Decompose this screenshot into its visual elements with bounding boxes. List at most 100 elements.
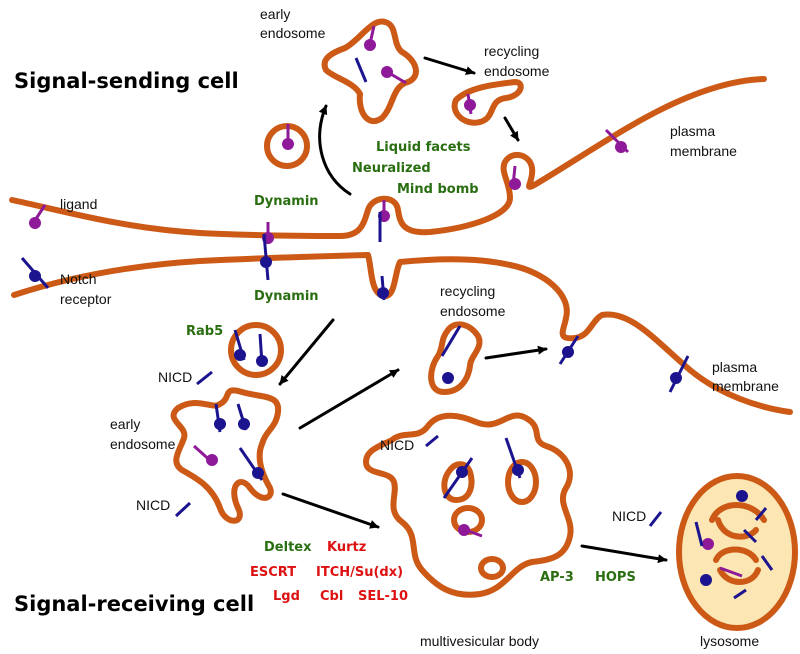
label-plasma-membrane-bottom-l2: membrane bbox=[712, 378, 779, 394]
label-plasma-membrane-bottom-l1: plasma bbox=[712, 359, 757, 375]
label-lysosome: lysosome bbox=[700, 633, 759, 649]
notch-receptor-marker bbox=[442, 457, 474, 499]
sending-plasma-membrane bbox=[9, 76, 767, 239]
protein-itch: ITCH/Su(dx) bbox=[316, 565, 403, 580]
early-endosome-receiving bbox=[170, 387, 282, 524]
protein-kurtz: Kurtz bbox=[327, 540, 366, 555]
protein-dynamin-bottom: Dynamin bbox=[254, 289, 319, 304]
arrows bbox=[278, 56, 668, 564]
protein-neuralized: Neuralized bbox=[352, 161, 431, 176]
ligand-marker bbox=[702, 538, 743, 578]
notch-receptor-marker bbox=[236, 403, 250, 431]
nicd-fragment bbox=[760, 555, 774, 571]
arrow-to-recycling-receiving bbox=[298, 368, 400, 430]
label-notch-receptor-l2: receptor bbox=[60, 291, 112, 307]
notch-receptor-marker bbox=[558, 335, 580, 365]
lysosome-fragment-3 bbox=[713, 546, 759, 563]
protein-hops: HOPS bbox=[595, 570, 636, 585]
arrow-to-mvb bbox=[281, 492, 380, 529]
recycling-endosome-sending bbox=[451, 79, 524, 126]
protein-rab5: Rab5 bbox=[186, 324, 223, 339]
heading-signal-sending: Signal-sending cell bbox=[14, 69, 239, 93]
label-early-endosome-top-l1: early bbox=[260, 6, 290, 22]
label-early-endosome-bottom-l1: early bbox=[110, 416, 140, 432]
arrow-to-recycling-sending bbox=[423, 56, 476, 75]
notch-receptor-marker bbox=[256, 333, 268, 367]
arrow-recycling-to-membrane-sending bbox=[503, 116, 520, 142]
notch-receptor-marker bbox=[233, 329, 246, 361]
nicd-fragment bbox=[174, 501, 192, 518]
label-early-endosome-bottom-l2: endosome bbox=[110, 436, 176, 452]
mvb-internal-vesicle-1 bbox=[441, 461, 475, 503]
protein-liquid-facets: Liquid facets bbox=[376, 140, 471, 155]
ligand-marker bbox=[282, 124, 294, 150]
multivesicular-body bbox=[363, 412, 574, 598]
label-plasma-membrane-top-l2: membrane bbox=[670, 143, 737, 159]
nicd-dot bbox=[700, 574, 712, 586]
nicd-fragment bbox=[733, 588, 747, 600]
protein-mind-bomb: Mind bomb bbox=[397, 182, 479, 197]
label-notch-receptor-l1: Notch bbox=[60, 271, 97, 287]
notch-receptor-marker bbox=[20, 257, 50, 289]
ligand-marker bbox=[364, 25, 376, 51]
nicd-fragment bbox=[425, 434, 439, 448]
label-nicd-3: NICD bbox=[380, 437, 414, 453]
nicd-fragment bbox=[742, 528, 758, 544]
red-protein-labels: Kurtz ESCRT ITCH/Su(dx) Lgd Cbl SEL-10 bbox=[250, 540, 408, 604]
membranes bbox=[9, 76, 793, 415]
notch-receptor-marker bbox=[214, 403, 226, 433]
green-protein-labels: Liquid facets Neuralized Mind bomb Dynam… bbox=[186, 140, 636, 585]
mvb-internal-vesicle-4 bbox=[478, 556, 506, 580]
nicd-fragment bbox=[694, 521, 704, 547]
protein-sel10: SEL-10 bbox=[358, 589, 408, 604]
notch-receptor-marker bbox=[377, 275, 389, 301]
ligand-marker bbox=[29, 204, 47, 229]
rab5-vesicle bbox=[228, 322, 284, 378]
ligand-marker bbox=[464, 93, 476, 115]
arrow-to-lysosome bbox=[580, 544, 668, 564]
ligand-marker bbox=[381, 66, 407, 85]
receiving-vesicles bbox=[170, 321, 798, 631]
notch-receptor-marker bbox=[504, 437, 524, 479]
label-multivesicular-body: multivesicular body bbox=[420, 633, 539, 649]
ligand-marker bbox=[509, 165, 521, 190]
label-nicd-1: NICD bbox=[158, 369, 192, 385]
recycling-endosome-receiving bbox=[428, 321, 483, 395]
nicd-fragment bbox=[648, 511, 663, 527]
notch-receptor-marker bbox=[440, 325, 462, 384]
mvb-internal-vesicle-2 bbox=[505, 459, 539, 505]
label-plasma-membrane-top-l1: plasma bbox=[670, 123, 715, 139]
notch-receptor-marker bbox=[260, 233, 272, 281]
label-recycling-endosome-top-l2: endosome bbox=[484, 63, 550, 79]
label-early-endosome-top-l2: endosome bbox=[260, 25, 326, 41]
ligand-marker bbox=[192, 444, 218, 466]
ligands bbox=[29, 25, 743, 578]
label-recycling-endosome-bottom-l2: endosome bbox=[440, 303, 506, 319]
nicd-dot bbox=[736, 490, 748, 502]
arrow-endocytosis-receiving bbox=[278, 318, 335, 386]
lysosome-fragment-4 bbox=[717, 567, 761, 585]
protein-ap3: AP-3 bbox=[540, 570, 574, 585]
protein-lgd: Lgd bbox=[273, 589, 300, 604]
notch-receptor-marker bbox=[238, 447, 264, 481]
ligand-marker bbox=[458, 524, 483, 538]
protein-cbl: Cbl bbox=[320, 589, 343, 604]
label-ligand: ligand bbox=[60, 196, 97, 212]
notch-receptor-marker bbox=[668, 355, 690, 393]
nicd-fragment bbox=[754, 507, 768, 521]
ligand-marker bbox=[604, 128, 630, 154]
protein-deltex: Deltex bbox=[264, 540, 312, 555]
heading-signal-receiving: Signal-receiving cell bbox=[14, 592, 254, 616]
receiving-plasma-membrane bbox=[11, 252, 793, 415]
arrow-endocytosis-sending bbox=[318, 104, 352, 196]
lysosome-fragment-2 bbox=[715, 517, 759, 540]
receptors bbox=[20, 57, 774, 600]
label-nicd-2: NICD bbox=[136, 497, 170, 513]
label-nicd-4: NICD bbox=[612, 508, 646, 524]
nicd-fragment bbox=[196, 370, 213, 386]
protein-dynamin-top: Dynamin bbox=[254, 194, 319, 209]
label-recycling-endosome-top-l1: recycling bbox=[484, 43, 539, 59]
receptor-fragment bbox=[354, 57, 368, 83]
early-endosome-sending bbox=[321, 18, 419, 124]
